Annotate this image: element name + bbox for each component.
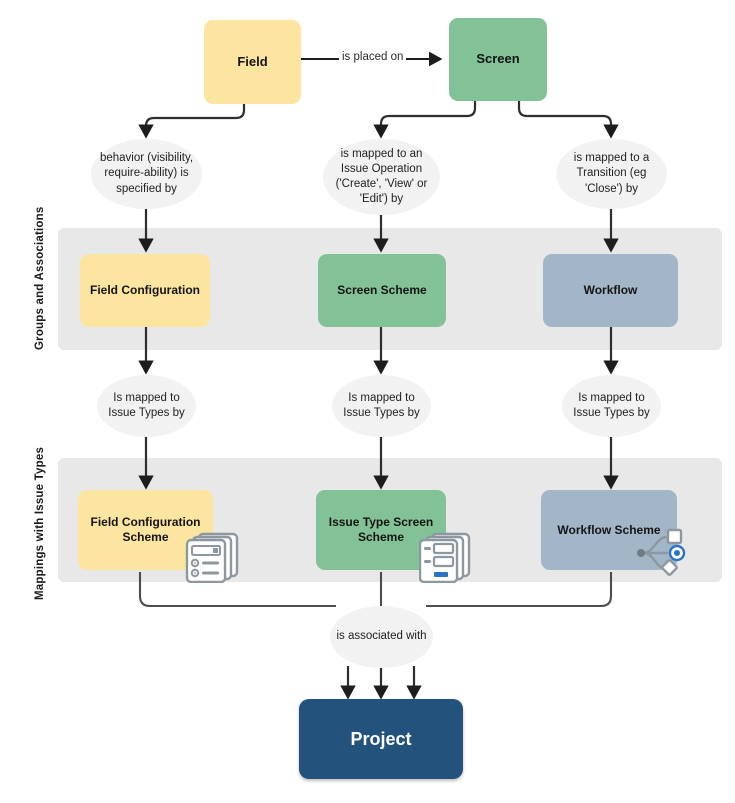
band-label-groups-and-associations: Groups and Associations bbox=[34, 206, 46, 350]
node-field-configuration-scheme-label: Field Configuration Scheme bbox=[90, 515, 201, 544]
ellipse-mapped-issue-types-mid: Is mapped to Issue Types by bbox=[332, 375, 431, 437]
ellipse-behavior-label: behavior (visibility, require-ability) i… bbox=[99, 152, 194, 195]
ellipse-is-associated-with: is associated with bbox=[330, 606, 433, 668]
stacked-screen-window-icon bbox=[418, 531, 473, 584]
ellipse-mapped-issue-types-right-label: Is mapped to Issue Types by bbox=[573, 391, 650, 419]
ellipse-transition: is mapped to a Transition (eg 'Close') b… bbox=[556, 139, 667, 209]
node-issue-type-screen-scheme-label: Issue Type Screen Scheme bbox=[328, 515, 434, 544]
ellipse-behavior-specified-by: behavior (visibility, require-ability) i… bbox=[91, 139, 202, 209]
ellipse-issue-operation: is mapped to an Issue Operation ('Create… bbox=[323, 139, 440, 215]
node-screen-scheme[interactable]: Screen Scheme bbox=[318, 254, 446, 327]
node-field[interactable]: Field bbox=[204, 20, 301, 104]
node-screen-label: Screen bbox=[476, 51, 520, 67]
node-workflow-label: Workflow bbox=[583, 283, 638, 297]
node-field-configuration-label: Field Configuration bbox=[90, 283, 200, 297]
ellipse-transition-label: is mapped to a Transition (eg 'Close') b… bbox=[573, 152, 650, 195]
node-issue-type-screen-scheme[interactable]: Issue Type Screen Scheme bbox=[316, 490, 446, 570]
band-label-mappings-with-issue-types: Mappings with Issue Types bbox=[34, 446, 46, 600]
node-field-configuration-scheme[interactable]: Field Configuration Scheme bbox=[78, 490, 213, 570]
node-workflow-scheme-label: Workflow Scheme bbox=[557, 522, 661, 537]
node-field-label: Field bbox=[237, 53, 268, 69]
node-field-configuration[interactable]: Field Configuration bbox=[80, 254, 210, 327]
node-workflow[interactable]: Workflow bbox=[543, 254, 678, 327]
ellipse-mapped-issue-types-left: Is mapped to Issue Types by bbox=[97, 375, 196, 437]
ellipse-issue-operation-label: is mapped to an Issue Operation ('Create… bbox=[335, 147, 428, 206]
ellipse-mapped-issue-types-mid-label: Is mapped to Issue Types by bbox=[343, 391, 420, 419]
node-project-label: Project bbox=[350, 728, 412, 749]
node-workflow-scheme[interactable]: Workflow Scheme bbox=[541, 490, 677, 570]
ellipse-mapped-issue-types-left-label: Is mapped to Issue Types by bbox=[108, 391, 185, 419]
workflow-branch-icon bbox=[632, 525, 690, 581]
node-screen[interactable]: Screen bbox=[449, 18, 547, 101]
node-screen-scheme-label: Screen Scheme bbox=[337, 283, 427, 297]
stacked-form-document-icon bbox=[185, 531, 241, 584]
edge-label-is-placed-on: is placed on bbox=[339, 51, 407, 63]
ellipse-mapped-issue-types-right: Is mapped to Issue Types by bbox=[562, 375, 661, 437]
ellipse-is-associated-with-label: is associated with bbox=[336, 630, 427, 643]
node-project[interactable]: Project bbox=[299, 699, 463, 779]
